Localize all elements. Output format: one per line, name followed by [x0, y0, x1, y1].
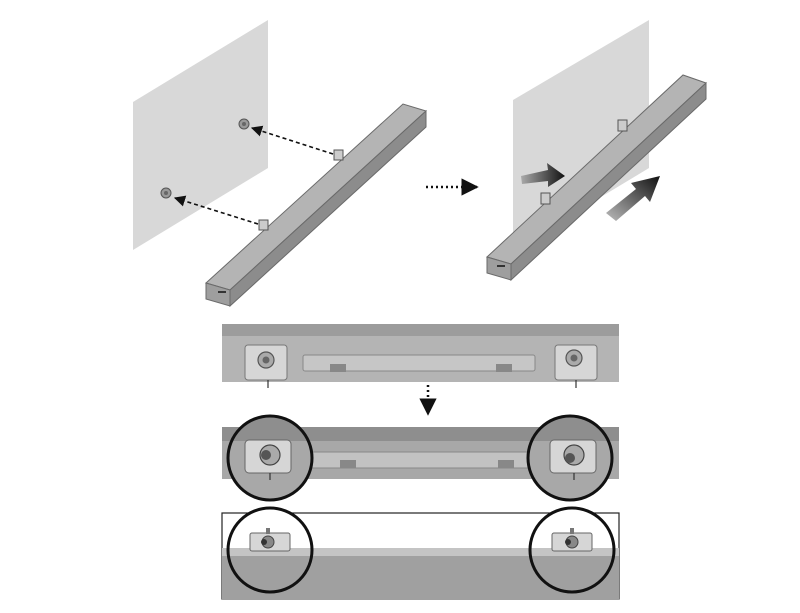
step-2-slide-down — [486, 20, 707, 282]
bracket-left-before — [244, 344, 288, 388]
highlight-circle-right-side — [528, 506, 616, 594]
bracket-tab-bottom-2 — [540, 192, 551, 205]
highlight-circle-left — [226, 414, 314, 502]
wall-screw-top-icon — [238, 118, 250, 130]
wall-panel-left — [133, 20, 268, 250]
detail-bracket-locked — [222, 414, 619, 502]
bracket-right-before — [554, 344, 598, 388]
soundbar-step-1 — [205, 103, 427, 308]
bracket-tab-bottom — [258, 219, 269, 231]
detail-bracket-side-view — [221, 506, 620, 600]
dashed-arrow-top — [250, 125, 334, 155]
dashed-arrow-bottom — [173, 195, 259, 225]
push-arrow-up-icon — [606, 176, 660, 221]
soundbar-step-2 — [486, 74, 707, 282]
bracket-tab-top — [333, 149, 344, 161]
bracket-tab-top-2 — [617, 119, 628, 132]
highlight-circle-right — [526, 414, 614, 502]
step-1-hang-on-screws — [133, 20, 427, 308]
highlight-circle-left-side — [226, 506, 314, 594]
detail-bracket-before — [222, 324, 619, 388]
push-arrow-left-icon — [521, 163, 565, 187]
wall-screw-bottom-icon — [160, 187, 172, 199]
